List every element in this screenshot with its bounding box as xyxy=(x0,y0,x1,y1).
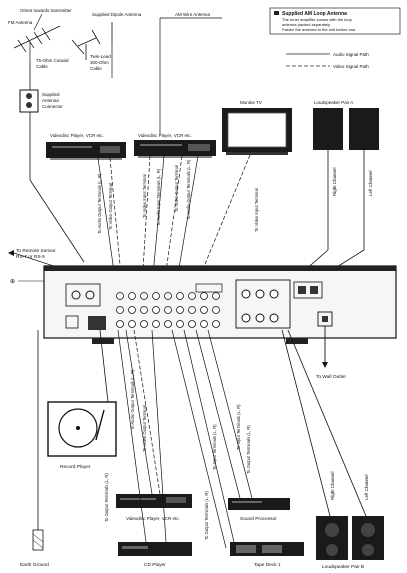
speaker-b-right-channel: Right Channel xyxy=(330,471,335,500)
speaker-b-left-channel: Left Channel xyxy=(364,474,369,500)
wall-outlet-arrow-icon xyxy=(322,362,328,368)
vcr-left-label: Videodisc Player, VCR etc. xyxy=(50,133,104,138)
cd-player: CD Player xyxy=(118,542,192,568)
input-terminals-proc-label: To Input Terminals (L, R) xyxy=(236,404,241,450)
legend-note-2: antenna packed separately. xyxy=(282,22,331,27)
video-out-label-2: To Video Output Terminal xyxy=(174,165,179,212)
cd-player-icon xyxy=(118,542,192,556)
wall-outlet-label: To Wall Outlet xyxy=(316,374,346,380)
bottom-cables xyxy=(117,329,253,549)
supplied-antenna-label-2: Antenna xyxy=(42,98,59,103)
dipole-label: Supplied Dipole Antenna xyxy=(92,12,142,17)
speaker-a-right-icon xyxy=(313,108,343,150)
earth-ground-label: Earth Ground xyxy=(20,562,49,568)
audio-out-label-1: To Audio Output Terminals (L, R) xyxy=(97,173,102,234)
bottom-audio-out-label: To Audio Output Terminals (L, R) xyxy=(130,369,135,430)
audio-in-label: To Audio Input Terminals (L, R) xyxy=(156,168,161,226)
legend: Supplied AM Loop Antenna The tuner ampli… xyxy=(269,7,401,69)
speaker-a-label: Loudspeaker Pair A xyxy=(314,100,353,105)
supplied-antenna-label-3: Connector xyxy=(42,104,63,109)
sound-processor-icon xyxy=(228,498,290,510)
coax-label-2: Cable xyxy=(36,64,48,69)
vcr-mid-label: Videodisc Player, VCR etc. xyxy=(138,133,192,138)
fm-antenna-label: FM Antenna xyxy=(8,20,33,25)
legend-note-3: Fasten the antenna to the unit before us… xyxy=(282,27,356,32)
monitor-tv: Monitor TV xyxy=(222,100,292,155)
vcr-left: Videodisc Player, VCR etc. xyxy=(46,133,126,160)
sound-processor-label: Sound Processor xyxy=(240,516,277,522)
speaker-pair-b: Loudspeaker Pair B Right Channel Left Ch… xyxy=(281,329,384,570)
earth-ground: Earth Ground xyxy=(20,330,49,568)
cd-player-label: CD Player xyxy=(144,562,166,568)
twinlead-label-3: Cable xyxy=(90,66,102,71)
antenna-connector-icon xyxy=(19,89,39,113)
output-terminals-proc-label: To Output Terminals (L, R) xyxy=(246,425,251,474)
supplied-antenna-label-1: Supplied xyxy=(42,92,60,97)
remote-arrow-icon xyxy=(8,250,14,256)
output-terminals-cd-label: To Output Terminals (L, R) xyxy=(104,473,109,522)
monitor-tv-label: Monitor TV xyxy=(240,100,262,105)
legend-title: Supplied AM Loop Antenna xyxy=(282,11,347,17)
sound-processor: Sound Processor xyxy=(228,498,290,522)
speaker-b-label: Loudspeaker Pair B xyxy=(322,564,364,570)
receiver-rear-panel xyxy=(43,265,397,344)
audio-out-label-2: To Audio Output Terminals (L, R) xyxy=(186,159,191,220)
video-input-tv-label: To Video Input Terminal xyxy=(254,188,259,232)
speaker-a-right-channel: Right Channel xyxy=(332,167,337,196)
antenna-area: Orient towards transmitter FM Antenna 75… xyxy=(8,8,222,263)
vcr-bottom-label: Videodisc Player, VCR etc. xyxy=(126,516,180,521)
video-in-label: To Video Input Terminal xyxy=(142,174,147,218)
video-path-legend-label: Video Signal Path xyxy=(333,64,369,69)
legend-note-1: The tuner amplifier comes with the loop xyxy=(282,17,353,22)
record-player: Record Player xyxy=(47,329,117,470)
audio-path-legend-label: Audio Signal Path xyxy=(333,52,369,57)
remote-sensor-label: To Remote Sensor xyxy=(16,248,56,254)
rca-jack-grid xyxy=(116,292,220,328)
input-terminals-tape-label: To Input Terminals (L, R) xyxy=(212,424,217,470)
am-wire-label: AM Wire Antenna xyxy=(175,12,211,17)
antenna-bullet-icon xyxy=(274,11,279,15)
tape-deck: Tape Deck 1 xyxy=(230,542,304,568)
video-out-label-1: To Video Output Terminal xyxy=(108,183,113,230)
vcr-mid: Videodisc Player, VCR etc. xyxy=(134,133,216,158)
twinlead-label-2: 300-Ohm xyxy=(90,60,109,65)
dipole-antenna-icon xyxy=(71,22,113,60)
orient-label: Orient towards transmitter xyxy=(20,8,72,13)
record-player-label: Record Player xyxy=(60,464,91,470)
remote-models-label: RS-7 or RS-5 xyxy=(16,254,45,260)
ground-symbol-icon: ⊕ xyxy=(10,279,15,285)
fm-antenna-icon xyxy=(13,25,61,62)
vcr-bottom: Videodisc Player, VCR etc. xyxy=(116,494,192,521)
coax-label-1: 75-Ohm Coaxial xyxy=(36,58,69,63)
speaker-pair-a: Loudspeaker Pair A Right Channel Left Ch… xyxy=(295,100,379,291)
output-terminals-tape-label: To Output Terminals (L, R) xyxy=(204,491,209,540)
bottom-video-out-label: To Video Output Terminal xyxy=(142,405,147,452)
tape-deck-label: Tape Deck 1 xyxy=(254,562,281,568)
speaker-a-left-icon xyxy=(349,108,379,150)
twinlead-label-1: Twin-Lead xyxy=(90,54,111,59)
speaker-a-left-channel: Left Channel xyxy=(368,170,373,196)
top-cables xyxy=(97,154,251,287)
